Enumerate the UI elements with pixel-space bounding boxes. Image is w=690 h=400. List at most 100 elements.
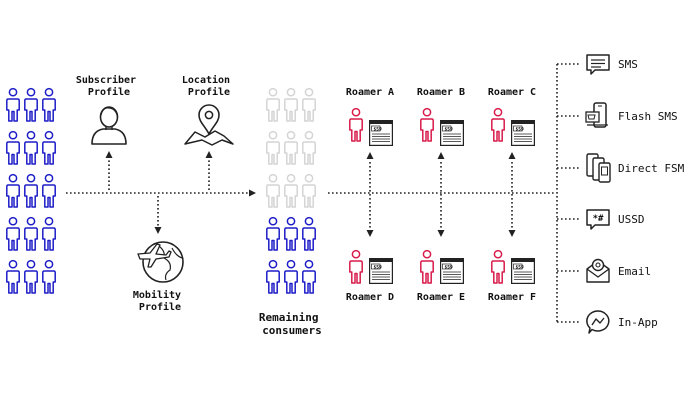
person-icon [6, 173, 20, 208]
arrowhead [366, 230, 374, 237]
offer-card-icon [369, 119, 393, 146]
person-faded-icon [266, 130, 280, 165]
subscriber-profile-icon [91, 106, 127, 145]
roamer-person-icon [420, 107, 434, 142]
offer-price: $59 [445, 126, 454, 132]
person-icon [42, 87, 56, 122]
person-icon [24, 87, 38, 122]
roamer-label: Roamer A [346, 87, 394, 98]
offer-card-icon [369, 258, 393, 284]
offer-card-icon [511, 119, 536, 146]
person-icon [24, 259, 38, 294]
offer-price: $59 [374, 126, 383, 132]
channel-direct-fsm: Direct FSM [557, 153, 685, 183]
person-icon [24, 130, 38, 165]
person-icon [42, 130, 56, 165]
arrowhead [154, 227, 162, 234]
person-icon [284, 259, 298, 294]
channel-label: Flash SMS [618, 110, 678, 123]
person-faded-icon [266, 87, 280, 122]
channel-in-app: In-App [557, 310, 658, 334]
sms-bubble-icon [586, 54, 610, 75]
roamer-label: Roamer D [346, 292, 394, 303]
roamer-a: $59 Roamer A [346, 87, 394, 231]
device-stack-icon [586, 153, 611, 183]
arrowhead [366, 152, 374, 159]
person-icon [6, 87, 20, 122]
person-faded-icon [302, 87, 316, 122]
roamer-person-icon [420, 249, 434, 284]
person-icon [42, 173, 56, 208]
map-pin-icon [184, 104, 234, 146]
roamer-label: Roamer B [417, 87, 465, 98]
consumer-crowd [6, 87, 56, 294]
roamer-person-icon [491, 249, 505, 284]
remaining-consumers-label: Remaining consumers [259, 311, 325, 337]
subscriber-profile-label: Subscriber Profile [76, 74, 142, 98]
roamer-c: $59 Roamer C [488, 87, 536, 231]
channel-label: Direct FSM [618, 162, 685, 175]
offer-card-icon [511, 258, 536, 284]
person-icon [6, 130, 20, 165]
person-icon [24, 173, 38, 208]
channel-label: SMS [618, 58, 638, 71]
person-icon [302, 259, 316, 294]
person-icon [6, 259, 20, 294]
arrowhead [508, 230, 516, 237]
arrowhead [437, 230, 445, 237]
ussd-glyph: *# [593, 214, 604, 224]
person-faded-icon [284, 87, 298, 122]
channel-sms: SMS [557, 54, 638, 75]
mobility-profile-label: Mobility Profile [133, 289, 187, 313]
messenger-icon [586, 310, 610, 334]
roamer-label: Roamer E [417, 292, 465, 303]
offer-card-icon [440, 119, 464, 146]
offer-price: $59 [374, 264, 383, 270]
roamer-label: Roamer C [488, 87, 536, 98]
remaining-consumers-crowd [266, 87, 316, 294]
location-profile-label: Location Profile [182, 74, 236, 98]
email-icon [586, 258, 610, 283]
offer-price: $59 [445, 264, 454, 270]
offer-card-icon [440, 258, 464, 284]
arrowhead [249, 189, 256, 197]
arrowhead [437, 152, 445, 159]
arrowhead [205, 151, 213, 158]
arrowhead [508, 152, 516, 159]
channel-label: In-App [618, 316, 658, 329]
channel-flash-sms: Flash SMS [557, 102, 678, 128]
roamer-b: $59 Roamer B [417, 87, 465, 231]
person-icon [6, 216, 20, 251]
channel-email: Email [557, 258, 651, 283]
person-icon [42, 259, 56, 294]
channel-ussd: *# USSD [557, 209, 645, 230]
roamer-label: Roamer F [488, 292, 536, 303]
person-icon [42, 216, 56, 251]
channel-label: Email [618, 265, 651, 278]
person-faded-icon [266, 173, 280, 208]
offer-price: $59 [516, 264, 525, 270]
offer-price: $59 [516, 126, 525, 132]
roamer-person-icon [491, 107, 505, 142]
arrowhead [105, 151, 113, 158]
person-faded-icon [302, 173, 316, 208]
person-faded-icon [284, 130, 298, 165]
ussd-bubble-icon: *# [586, 209, 610, 230]
person-icon [266, 259, 280, 294]
person-icon [24, 216, 38, 251]
roamer-grid: $59 Roamer A $59 Roamer B $59 Roamer C $59Roam… [346, 87, 536, 303]
person-faded-icon [284, 173, 298, 208]
channel-label: USSD [618, 213, 645, 226]
roamer-person-icon [349, 107, 363, 142]
globe-plane-icon [137, 241, 184, 283]
person-icon [284, 216, 298, 251]
person-icon [302, 216, 316, 251]
person-icon [266, 216, 280, 251]
phone-cart-icon [585, 102, 608, 128]
person-faded-icon [302, 130, 316, 165]
